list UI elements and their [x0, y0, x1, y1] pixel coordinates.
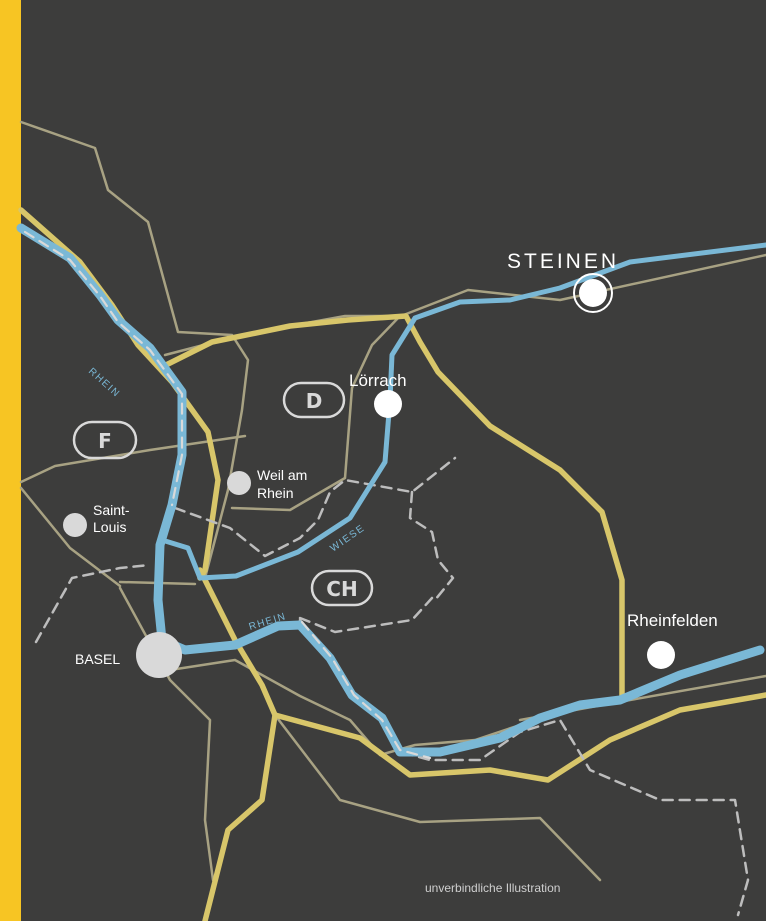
river-wiese	[159, 242, 766, 581]
city-label-loerrach: Lörrach	[349, 371, 407, 390]
boundary-line	[273, 713, 602, 882]
country-oval-ch	[310, 569, 374, 607]
rheinfelden-marker[interactable]	[647, 641, 675, 669]
city-label-steinen: STEINEN	[507, 250, 619, 273]
loerrach-marker[interactable]	[374, 390, 402, 418]
river-rhein	[16, 223, 765, 757]
city-label-saint-louis-1: Saint-	[93, 502, 130, 518]
country-label-ch: CH	[326, 577, 357, 601]
city-label-weil-2: Rhein	[257, 485, 294, 501]
country-label-d: D	[306, 389, 323, 413]
road	[272, 692, 766, 783]
dashed-line	[300, 620, 432, 760]
boundary-line	[230, 314, 402, 512]
country-oval-f	[72, 420, 138, 460]
weil-marker[interactable]	[227, 471, 251, 495]
river-border-dash	[23, 230, 432, 760]
boundary-line	[399, 253, 766, 318]
road	[157, 313, 625, 703]
country-oval-d	[282, 381, 346, 419]
steinen-marker[interactable]	[573, 273, 613, 313]
river-wiese-group	[159, 242, 766, 581]
footnote: unverbindliche Illustration	[425, 881, 560, 895]
basel-marker[interactable]	[136, 632, 182, 678]
boundary-line	[19, 120, 250, 580]
river-label-rhein-north: RHEIN	[86, 366, 122, 400]
boundary-lines	[19, 120, 766, 882]
dashed-line	[23, 230, 184, 507]
saint-louis-marker[interactable]	[63, 513, 87, 537]
dashed-line	[408, 490, 455, 602]
city-label-weil-1: Weil am	[257, 467, 307, 483]
city-label-saint-louis-2: Louis	[93, 519, 126, 535]
city-markers	[63, 273, 675, 678]
boundary-line	[19, 486, 122, 588]
dashed-line	[298, 596, 434, 634]
dashed-line	[34, 563, 152, 644]
city-label-rheinfelden: Rheinfelden	[627, 611, 718, 630]
rivers	[16, 223, 765, 757]
country-label-f: F	[98, 429, 112, 453]
city-label-basel: BASEL	[75, 651, 120, 667]
steinen-marker-inner	[579, 279, 607, 307]
dashed-line	[298, 618, 750, 917]
dashed-line	[173, 456, 457, 558]
country-markers	[72, 381, 374, 607]
boundary-line	[118, 586, 215, 882]
boundary-line	[168, 658, 522, 757]
accent-bar	[0, 0, 21, 921]
